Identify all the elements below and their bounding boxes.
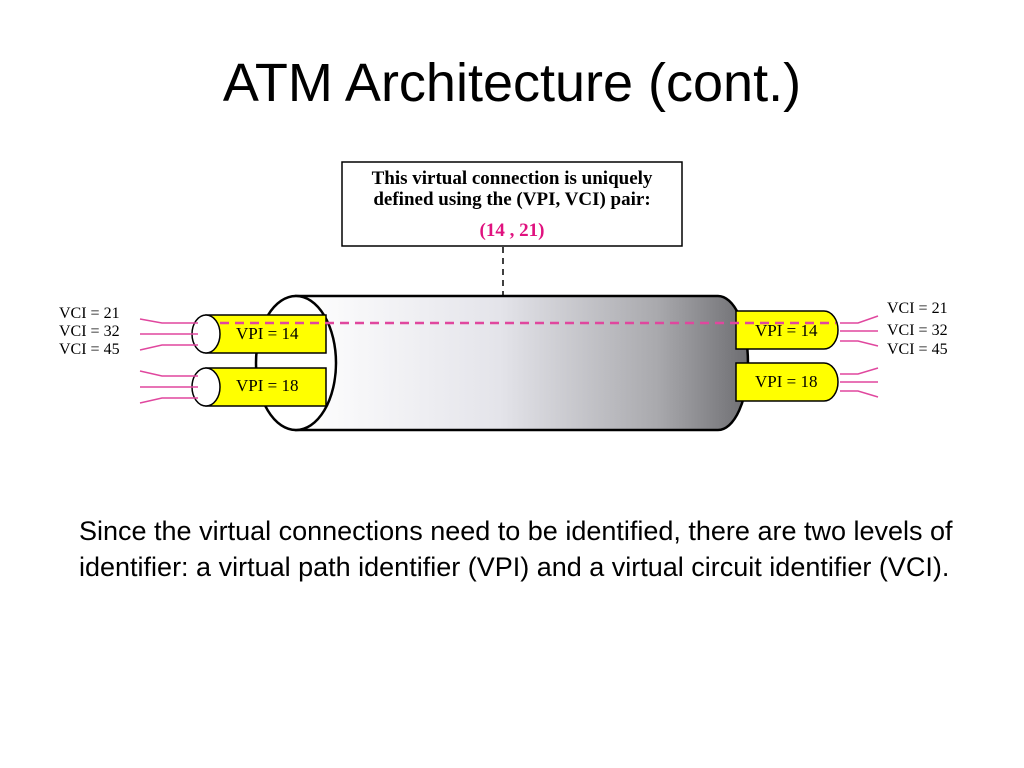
right-vp-18 xyxy=(735,362,839,402)
right-vpi-label-14: VPI = 14 xyxy=(755,321,818,340)
body-paragraph: Since the virtual connections need to be… xyxy=(79,516,953,582)
left-wires xyxy=(139,318,198,404)
right-wires xyxy=(840,315,879,398)
right-vci-label-32: VCI = 32 xyxy=(887,322,948,339)
right-vpi-label-18: VPI = 18 xyxy=(755,372,817,391)
right-vp-14 xyxy=(735,310,839,350)
callout-pair: (14 , 21) xyxy=(480,220,545,241)
atm-diagram: This virtual connection is uniquely defi… xyxy=(59,161,948,432)
transmission-path xyxy=(254,294,750,432)
callout-box: This virtual connection is uniquely defi… xyxy=(341,161,683,247)
left-vpi-label-18: VPI = 18 xyxy=(236,376,298,395)
left-vci-label-21: VCI = 21 xyxy=(59,305,120,322)
left-vci-label-45: VCI = 45 xyxy=(59,341,120,358)
left-vp-18 xyxy=(191,367,327,407)
left-vp-14 xyxy=(191,314,327,354)
left-vpi-label-14: VPI = 14 xyxy=(236,324,299,343)
callout-line-1: This virtual connection is uniquely xyxy=(372,168,653,189)
slide-title: ATM Architecture (cont.) xyxy=(222,53,802,113)
left-vci-label-32: VCI = 32 xyxy=(59,323,120,340)
callout-line-2: defined using the (VPI, VCI) pair: xyxy=(373,189,650,210)
right-vci-label-45: VCI = 45 xyxy=(887,341,948,358)
right-vci-label-21: VCI = 21 xyxy=(887,300,948,317)
